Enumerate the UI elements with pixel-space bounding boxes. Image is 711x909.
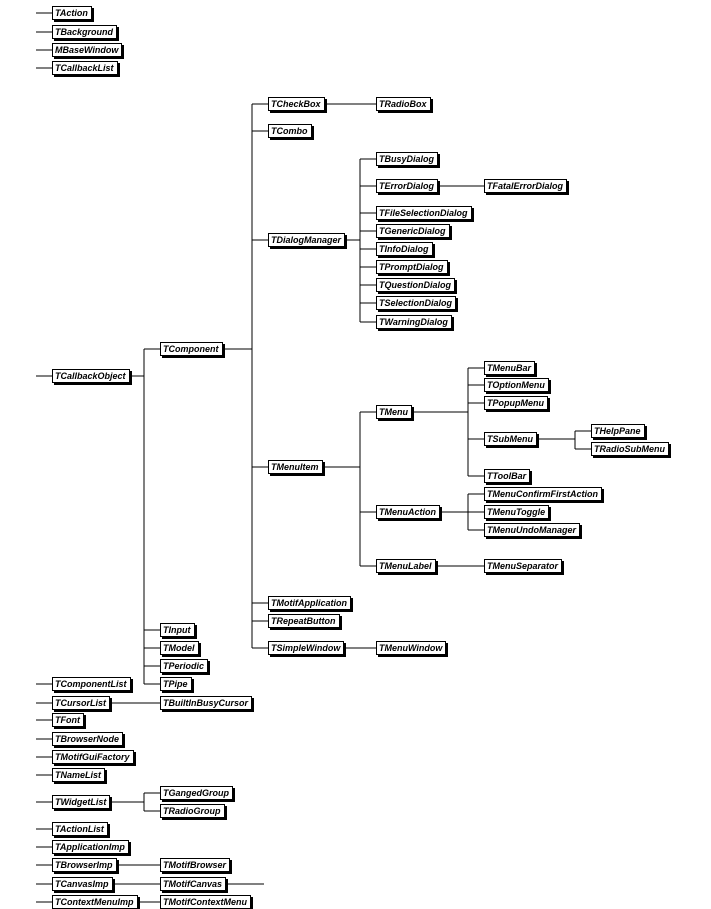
node-tcallback-list: TCallbackList	[52, 61, 118, 75]
node-tradio-group: TRadioGroup	[160, 804, 225, 818]
node-tapplication-imp: TApplicationImp	[52, 840, 129, 854]
node-tselection-dialog: TSelectionDialog	[376, 296, 457, 310]
node-tmotif-canvas: TMotifCanvas	[160, 877, 227, 891]
node-tganged-group: TGangedGroup	[160, 786, 233, 800]
node-tfont: TFont	[52, 713, 84, 727]
node-tdialog-manager: TDialogManager	[268, 233, 346, 247]
node-tbrowser-imp: TBrowserImp	[52, 858, 117, 872]
node-tsub-menu: TSubMenu	[484, 432, 537, 446]
node-taction: TAction	[52, 6, 92, 20]
node-tsimple-window: TSimpleWindow	[268, 641, 345, 655]
node-tcomponent: TComponent	[160, 342, 223, 356]
node-tbuilt-in-busy-cursor: TBuiltInBusyCursor	[160, 696, 253, 710]
node-tbusy-dialog: TBusyDialog	[376, 152, 439, 166]
node-mbase-window: MBaseWindow	[52, 43, 123, 57]
node-tmenu-action: TMenuAction	[376, 505, 440, 519]
node-tmenu-window: TMenuWindow	[376, 641, 447, 655]
node-twidget-list: TWidgetList	[52, 795, 111, 809]
node-tmenu-toggle: TMenuToggle	[484, 505, 550, 519]
node-tradio-box: TRadioBox	[376, 97, 431, 111]
node-tcontext-menu-imp: TContextMenuImp	[52, 895, 138, 909]
node-tcallback-object: TCallbackObject	[52, 369, 130, 383]
node-tgeneric-dialog: TGenericDialog	[376, 224, 450, 238]
node-tmenu-separator: TMenuSeparator	[484, 559, 563, 573]
node-tperiodic: TPeriodic	[160, 659, 209, 673]
node-tfile-selection-dialog: TFileSelectionDialog	[376, 206, 472, 220]
node-tmotif-browser: TMotifBrowser	[160, 858, 230, 872]
node-taction-list: TActionList	[52, 822, 108, 836]
node-tcheck-box: TCheckBox	[268, 97, 325, 111]
node-tname-list: TNameList	[52, 768, 106, 782]
node-tmenu-label: TMenuLabel	[376, 559, 436, 573]
node-tmenu-confirm-first-action: TMenuConfirmFirstAction	[484, 487, 602, 501]
node-tcombo: TCombo	[268, 124, 312, 138]
node-tmenu: TMenu	[376, 405, 412, 419]
node-tpopup-menu: TPopupMenu	[484, 396, 548, 410]
node-tmotif-context-menu: TMotifContextMenu	[160, 895, 251, 909]
node-tpipe: TPipe	[160, 677, 192, 691]
node-tmenu-item: TMenuItem	[268, 460, 323, 474]
node-tfatal-error-dialog: TFatalErrorDialog	[484, 179, 568, 193]
node-tmenu-bar: TMenuBar	[484, 361, 536, 375]
node-tcanvas-imp: TCanvasImp	[52, 877, 113, 891]
node-tcomponent-list: TComponentList	[52, 677, 131, 691]
node-tbackground: TBackground	[52, 25, 118, 39]
node-tinfo-dialog: TInfoDialog	[376, 242, 433, 256]
node-tmodel: TModel	[160, 641, 199, 655]
node-tinput: TInput	[160, 623, 195, 637]
node-tbrowser-node: TBrowserNode	[52, 732, 124, 746]
node-thelp-pane: THelpPane	[591, 424, 645, 438]
node-tcursor-list: TCursorList	[52, 696, 111, 710]
node-terror-dialog: TErrorDialog	[376, 179, 439, 193]
node-twarning-dialog: TWarningDialog	[376, 315, 452, 329]
node-tmenu-undo-manager: TMenuUndoManager	[484, 523, 580, 537]
node-tradio-sub-menu: TRadioSubMenu	[591, 442, 669, 456]
node-tquestion-dialog: TQuestionDialog	[376, 278, 455, 292]
node-toption-menu: TOptionMenu	[484, 378, 549, 392]
node-trepeat-button: TRepeatButton	[268, 614, 340, 628]
node-tprompt-dialog: TPromptDialog	[376, 260, 448, 274]
node-tmotif-gui-factory: TMotifGuiFactory	[52, 750, 134, 764]
node-ttool-bar: TToolBar	[484, 469, 531, 483]
node-tmotif-application: TMotifApplication	[268, 596, 351, 610]
